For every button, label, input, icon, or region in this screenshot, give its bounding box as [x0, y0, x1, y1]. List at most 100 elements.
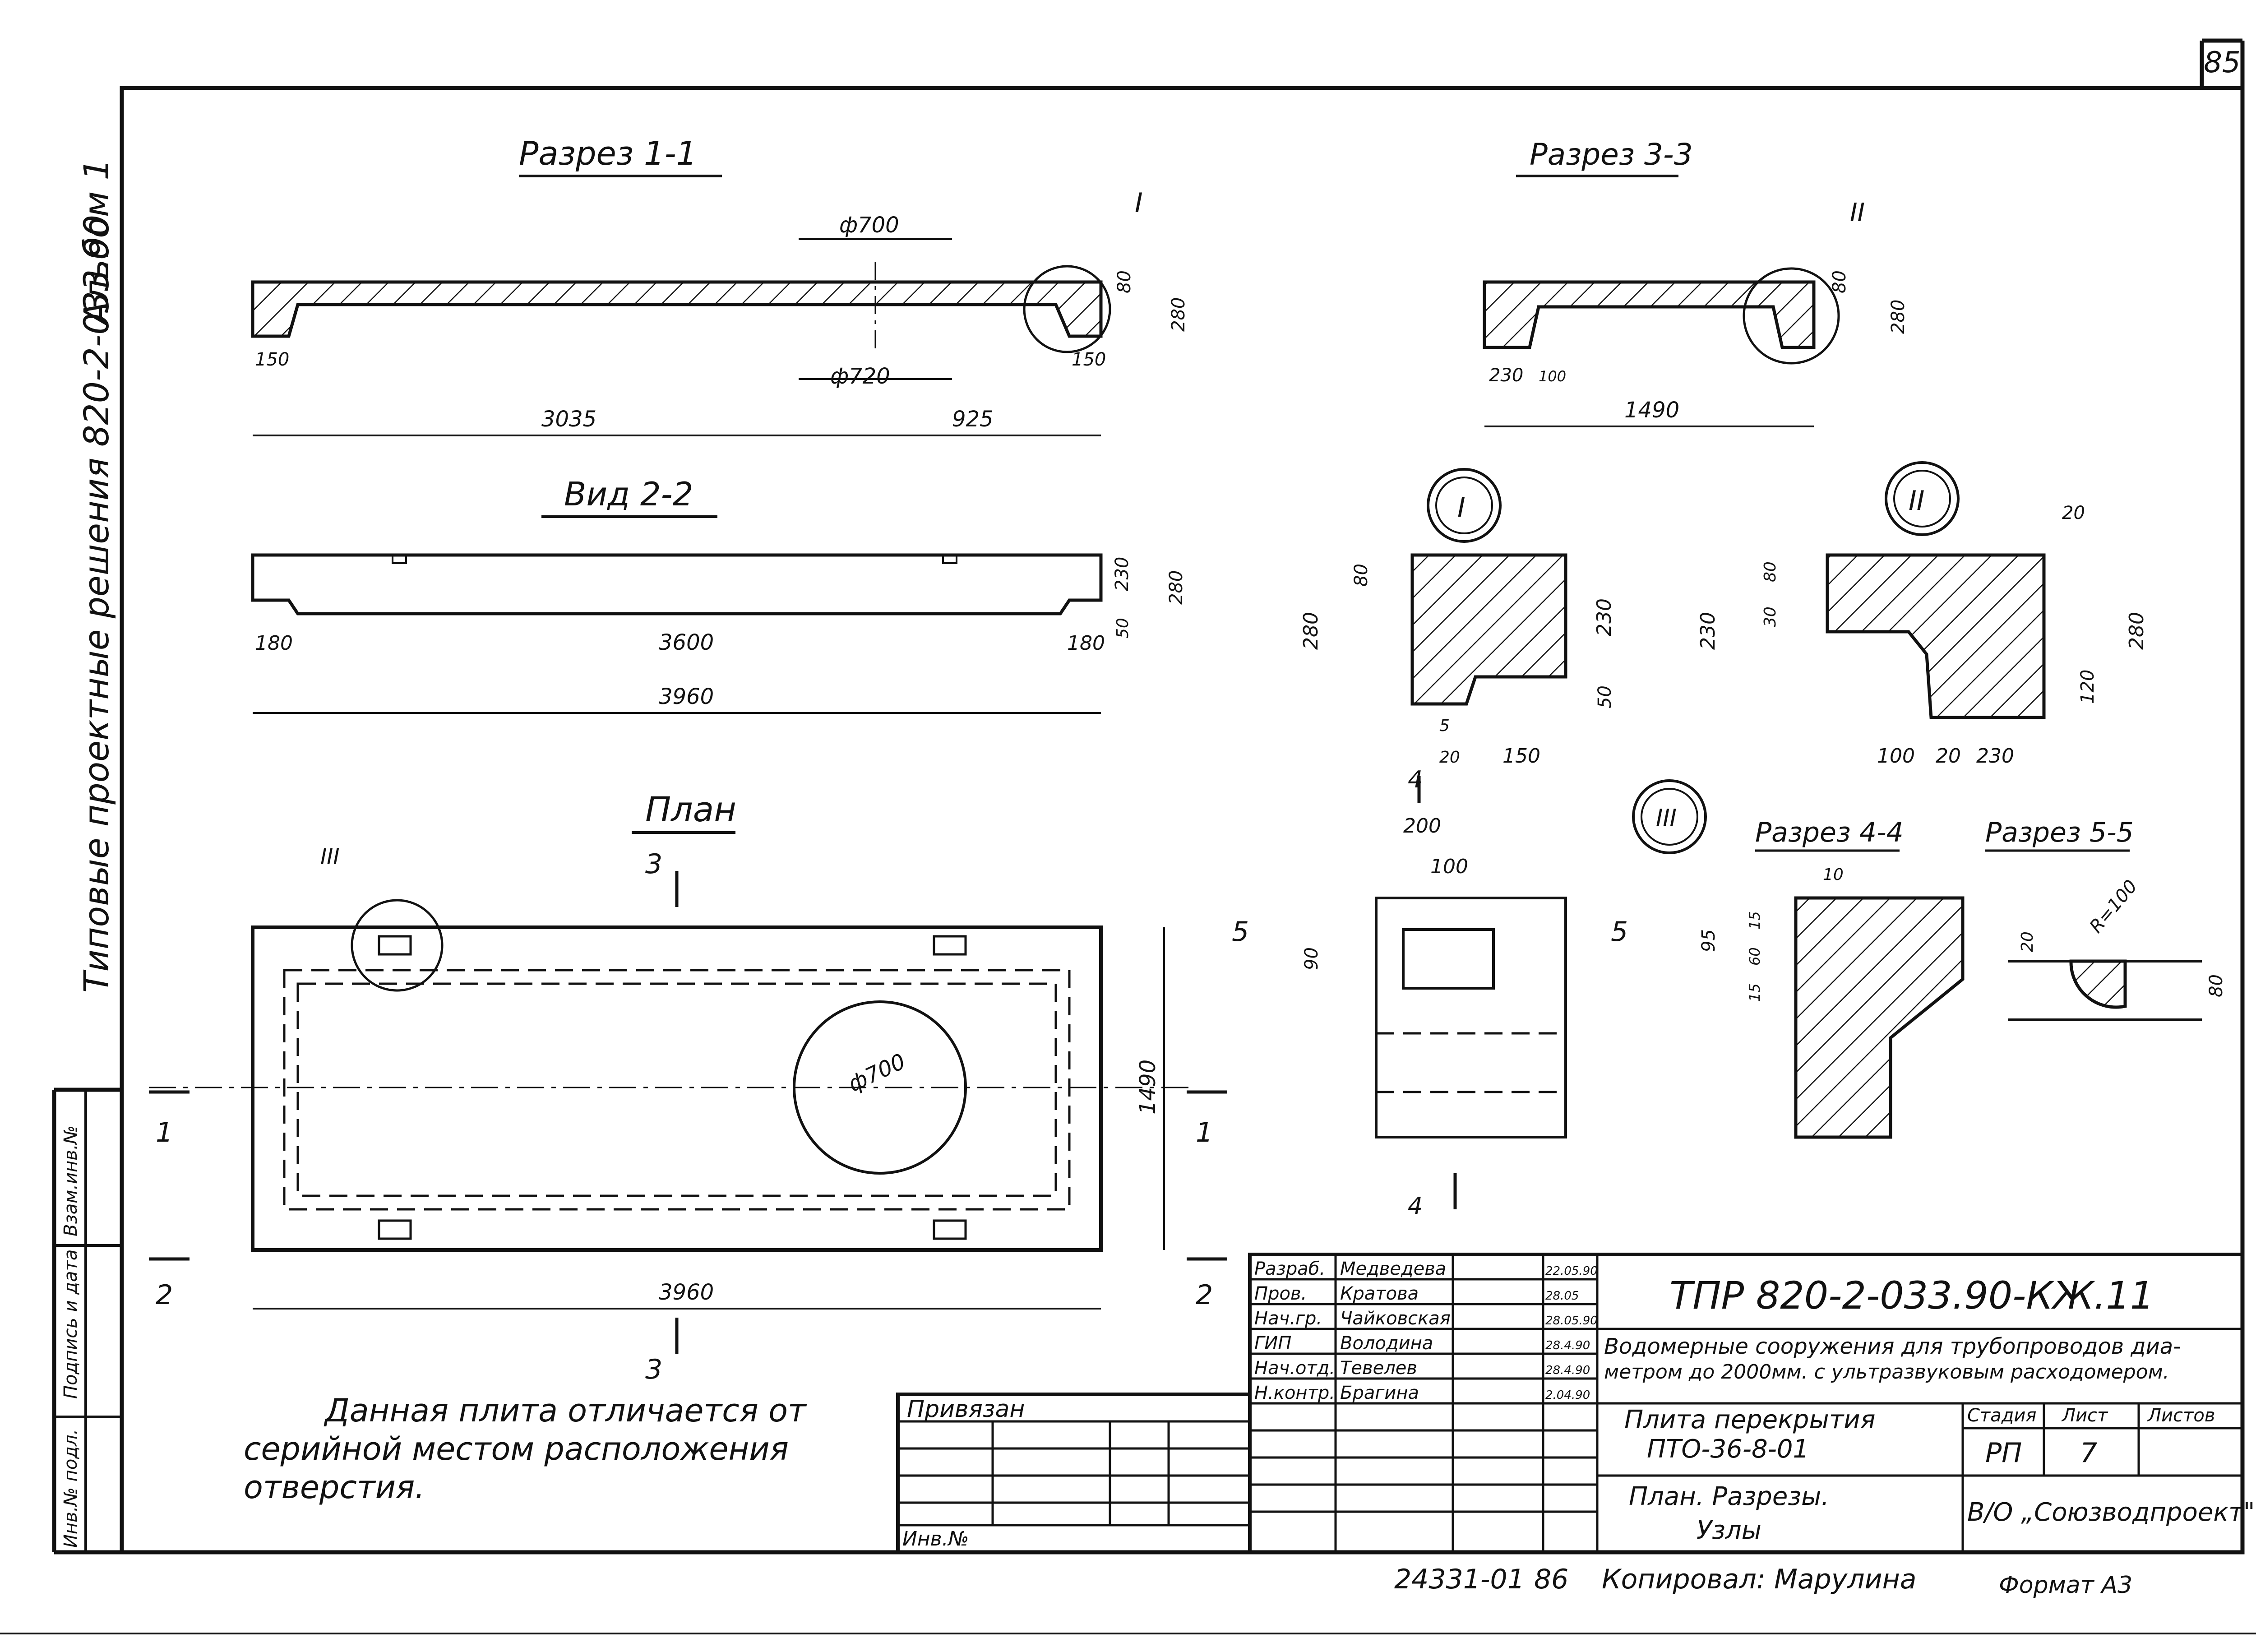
view-2-2-title: Вид 2-2	[564, 475, 693, 513]
staff-role-2: Нач.гр.	[1254, 1308, 1322, 1329]
staff-name-2: Чайковская	[1340, 1308, 1451, 1329]
staff-table: Разраб. Медведева 22.05.90 Пров. Кратова…	[1254, 1259, 1598, 1403]
node-II-dim-280: 280	[2125, 612, 2148, 650]
sheet-name-line-2: Узлы	[1697, 1516, 1761, 1545]
plan-cut-1-left: 1	[156, 1117, 173, 1148]
node-II-dim-20: 20	[2062, 503, 2085, 523]
staff-role-5: Н.контр.	[1254, 1383, 1335, 1403]
note: Данная плита отличается от серийной мест…	[244, 1392, 807, 1506]
node-mark-I-ref: I	[1135, 187, 1143, 219]
note-line-2: серийной местом расположения	[244, 1430, 789, 1467]
side-title: Типовые проектные решения 820-2-033.90	[76, 215, 116, 993]
node-II-dim-20b: 20	[1936, 745, 1961, 768]
view-2-2-dim-50: 50	[1114, 618, 1132, 639]
plan-cut-2-right: 2	[1196, 1279, 1213, 1311]
node-I-mark: I	[1457, 492, 1465, 523]
section-1-1-dim-280: 280	[1168, 297, 1189, 332]
sheets-header: Листов	[2147, 1405, 2215, 1426]
staff-date-4: 28.4.90	[1545, 1364, 1590, 1377]
section-3-3-dim-1490: 1490	[1624, 398, 1679, 423]
section-5-5-dim-r100: R=100	[2085, 876, 2141, 937]
node-II-dim-120: 120	[2077, 670, 2098, 704]
section-4-4: Разрез 4-4 10 95 15 60 15	[1698, 817, 1965, 1139]
staff-date-3: 28.4.90	[1545, 1339, 1590, 1352]
section-1-1-dim-150-left: 150	[255, 349, 289, 370]
plan-cut-3-top: 3	[645, 848, 662, 880]
staff-name-0: Медведева	[1340, 1259, 1446, 1279]
node-I: I 80 280 230 50 5 20 150	[1299, 468, 1616, 768]
plan-hole-dia: ф700	[844, 1049, 909, 1097]
node-mark-II-ref: II	[1850, 198, 1865, 227]
view-2-2-dim-280: 280	[1166, 570, 1187, 605]
section-4-4-dim-95: 95	[1698, 929, 1719, 952]
item-line-1: Плита перекрытия	[1624, 1405, 1875, 1435]
title-inv-no: Инв.№	[902, 1527, 969, 1550]
node-III-dim-200: 200	[1403, 814, 1441, 838]
plan-dim-1490: 1490	[1135, 1060, 1160, 1115]
sheet-value: 7	[2080, 1437, 2097, 1469]
staff-name-1: Кратова	[1340, 1283, 1419, 1304]
node-III: III 4 4 5 5 200 100 90	[1232, 766, 1707, 1220]
node-I-dim-50: 50	[1595, 685, 1615, 708]
staff-name-4: Тевелев	[1340, 1358, 1417, 1379]
view-2-2-dim-180-left: 180	[255, 632, 293, 655]
stage-header: Стадия	[1967, 1405, 2036, 1426]
section-4-4-dim-15-top: 15	[1746, 911, 1763, 930]
section-5-5-dim-80: 80	[2206, 974, 2227, 997]
section-5-5: Разрез 5-5 20 R=100 80	[1985, 817, 2227, 1021]
section-4-4-dim-10: 10	[1823, 865, 1844, 884]
doc-code: ТПР 820-2-033.90-КЖ.11	[1669, 1273, 2154, 1318]
plan-cut-1-right: 1	[1196, 1117, 1213, 1148]
node-III-cut-5-left: 5	[1232, 916, 1249, 948]
section-3-3-title: Разрез 3-3	[1530, 137, 1693, 172]
section-4-4-title: Разрез 4-4	[1755, 817, 1904, 848]
section-3-3-dim-230: 230	[1489, 365, 1523, 386]
node-I-dim-150: 150	[1502, 745, 1540, 768]
staff-date-0: 22.05.90	[1545, 1264, 1598, 1278]
view-2-2-dim-180-right: 180	[1067, 632, 1105, 655]
node-III-dim-100: 100	[1430, 855, 1468, 878]
item-line-2: ПТО-36-8-01	[1647, 1435, 1809, 1464]
node-II-dim-100: 100	[1877, 745, 1915, 768]
title-block	[896, 1253, 2244, 1554]
organization: В/О „Союзводпроект"	[1967, 1498, 2255, 1527]
node-I-dim-80: 80	[1351, 564, 1372, 587]
sheet-header: Лист	[2061, 1405, 2108, 1426]
note-line-1: Данная плита отличается от	[324, 1392, 807, 1429]
section-1-1-dim-hole-bottom: ф720	[830, 364, 890, 389]
view-2-2: Вид 2-2 230 280 50 180 3600 180 3960	[251, 475, 1187, 714]
section-1-1-dim-hole-top: ф700	[839, 213, 899, 238]
section-1-1-title: Разрез 1-1	[519, 134, 697, 172]
section-3-3-dim-80: 80	[1829, 270, 1850, 293]
title-attached-label: Привязан	[907, 1396, 1025, 1423]
view-2-2-dim-230: 230	[1112, 557, 1133, 591]
node-III-mark: III	[1656, 805, 1677, 832]
plan-dim-3960: 3960	[659, 1280, 714, 1305]
section-1-1-dim-925: 925	[952, 407, 994, 432]
node-II: II 20 30 80 230 280 120 100 20 230	[1697, 461, 2148, 768]
section-1-1-dim-80: 80	[1114, 270, 1135, 293]
plan-view: План ф700 III 3 3 1 1 2 2 1490 3960	[149, 789, 1227, 1385]
view-2-2-dim-3960: 3960	[659, 684, 714, 709]
staff-role-0: Разраб.	[1254, 1259, 1325, 1279]
section-1-1-dim-3035: 3035	[541, 407, 596, 432]
section-3-3: Разрез 3-3 II 80 280 230 100 1490	[1483, 137, 1909, 427]
album-label: Альбом 1	[76, 158, 116, 327]
staff-name-3: Володина	[1340, 1333, 1433, 1354]
staff-role-4: Нач.отд.	[1254, 1358, 1335, 1379]
node-mark-III-ref: III	[320, 844, 339, 870]
staff-name-5: Брагина	[1340, 1383, 1419, 1403]
copied-by: Копировал: Марулина	[1602, 1564, 1917, 1595]
staff-date-2: 28.05.90	[1545, 1314, 1598, 1328]
node-III-dim-90: 90	[1301, 947, 1322, 970]
side-stamp-replaced: Взам.инв.№	[60, 1125, 81, 1236]
section-4-4-dim-60: 60	[1746, 947, 1763, 966]
view-2-2-dim-3600: 3600	[659, 630, 714, 655]
project-line-1: Водомерные сооружения для трубопроводов …	[1604, 1334, 2181, 1359]
node-II-dim-30: 30	[1761, 606, 1780, 627]
node-III-cut-5-right: 5	[1611, 916, 1628, 948]
note-line-3: отверстия.	[244, 1469, 425, 1506]
section-3-3-dim-100: 100	[1539, 368, 1566, 385]
node-I-dim-230: 230	[1593, 598, 1616, 636]
